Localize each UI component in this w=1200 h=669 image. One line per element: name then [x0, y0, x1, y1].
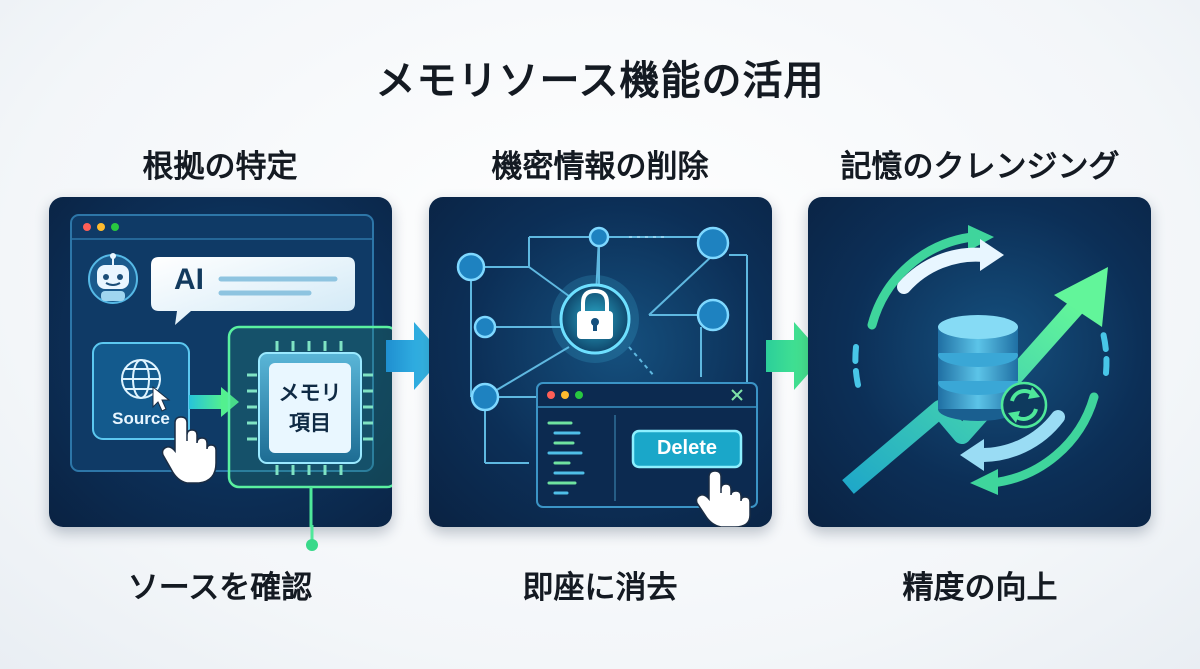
delete-button-frame [631, 429, 743, 469]
close-icon[interactable] [731, 389, 743, 401]
panel-confidential-deletion: Delete [429, 197, 772, 527]
panel-3-illustration [842, 225, 1110, 495]
hand-pointer-icon [695, 470, 751, 527]
source-card [92, 342, 190, 440]
panel-3-heading: 記憶のクレンジング [840, 149, 1120, 185]
chat-bubble [151, 257, 355, 325]
delete-button[interactable]: Delete [656, 437, 718, 459]
arrow-right-icon [766, 322, 824, 390]
chip-icon [227, 325, 392, 489]
cursor-icon [152, 385, 171, 412]
panel-1-caption: ソースを確認 [127, 570, 313, 606]
network-nodes [456, 226, 730, 412]
panel-2-heading: 機密情報の削除 [491, 149, 709, 185]
robot-icon [88, 253, 138, 304]
window-close-dot [83, 223, 91, 231]
cycle-arrows-icon [852, 225, 1110, 495]
lock-icon [551, 275, 639, 363]
growth-arrow-icon [842, 267, 1108, 494]
chat-ai-label: AI [174, 263, 204, 296]
lead-endpoint-dot [306, 525, 318, 551]
panel-source-identification: AI Source メモリ 項目 [49, 197, 392, 527]
panel-2-caption: 即座に消去 [522, 570, 678, 606]
hand-pointer-icon [161, 416, 217, 484]
panel-memory-cleansing [808, 197, 1151, 527]
terminal-window [536, 382, 758, 508]
chip-label-line2: 項目 [289, 411, 331, 435]
window-maximize-dot [111, 223, 119, 231]
window-minimize-dot [97, 223, 105, 231]
terminal-maximize-dot [575, 391, 583, 399]
globe-icon [121, 359, 161, 399]
database-icon [938, 315, 1018, 421]
refresh-icon [1000, 381, 1048, 429]
page-title: メモリソース機能の活用 [375, 58, 825, 104]
arrow-right-icon [386, 322, 444, 390]
panel-3-caption: 精度の向上 [902, 570, 1058, 606]
panel-1-illustration [70, 214, 392, 527]
panel-1-heading: 根拠の特定 [142, 149, 298, 185]
terminal-minimize-dot [561, 391, 569, 399]
code-lines [547, 421, 585, 495]
chip-label-line1: メモリ [278, 381, 342, 405]
panel-2-illustration [456, 226, 758, 527]
source-button[interactable]: Source [112, 409, 170, 428]
terminal-close-dot [547, 391, 555, 399]
